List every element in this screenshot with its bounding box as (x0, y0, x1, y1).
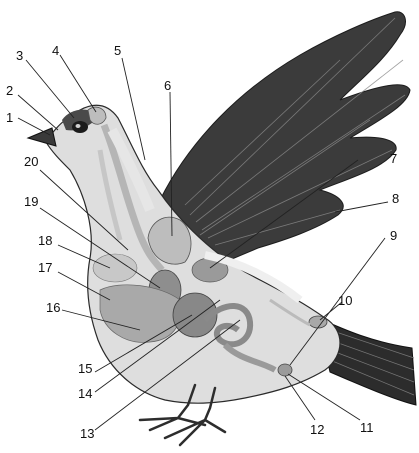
label-13: 13 (80, 426, 94, 441)
label-16: 16 (46, 300, 60, 315)
label-19: 19 (24, 194, 38, 209)
label-3: 3 (16, 48, 23, 63)
cloaca (278, 364, 292, 376)
label-8: 8 (392, 191, 399, 206)
label-5: 5 (114, 43, 121, 58)
label-2: 2 (6, 83, 13, 98)
label-6: 6 (164, 78, 171, 93)
label-18: 18 (38, 233, 52, 248)
label-17: 17 (38, 260, 52, 275)
label-1: 1 (6, 110, 13, 125)
label-10: 10 (338, 293, 352, 308)
label-11: 11 (360, 420, 374, 435)
oil-gland (309, 316, 327, 328)
wing (160, 12, 410, 262)
label-7: 7 (390, 151, 397, 166)
label-15: 15 (78, 361, 92, 376)
label-14: 14 (78, 386, 92, 401)
label-4: 4 (52, 43, 59, 58)
label-12: 12 (310, 422, 324, 437)
label-9: 9 (390, 228, 397, 243)
label-20: 20 (24, 154, 38, 169)
